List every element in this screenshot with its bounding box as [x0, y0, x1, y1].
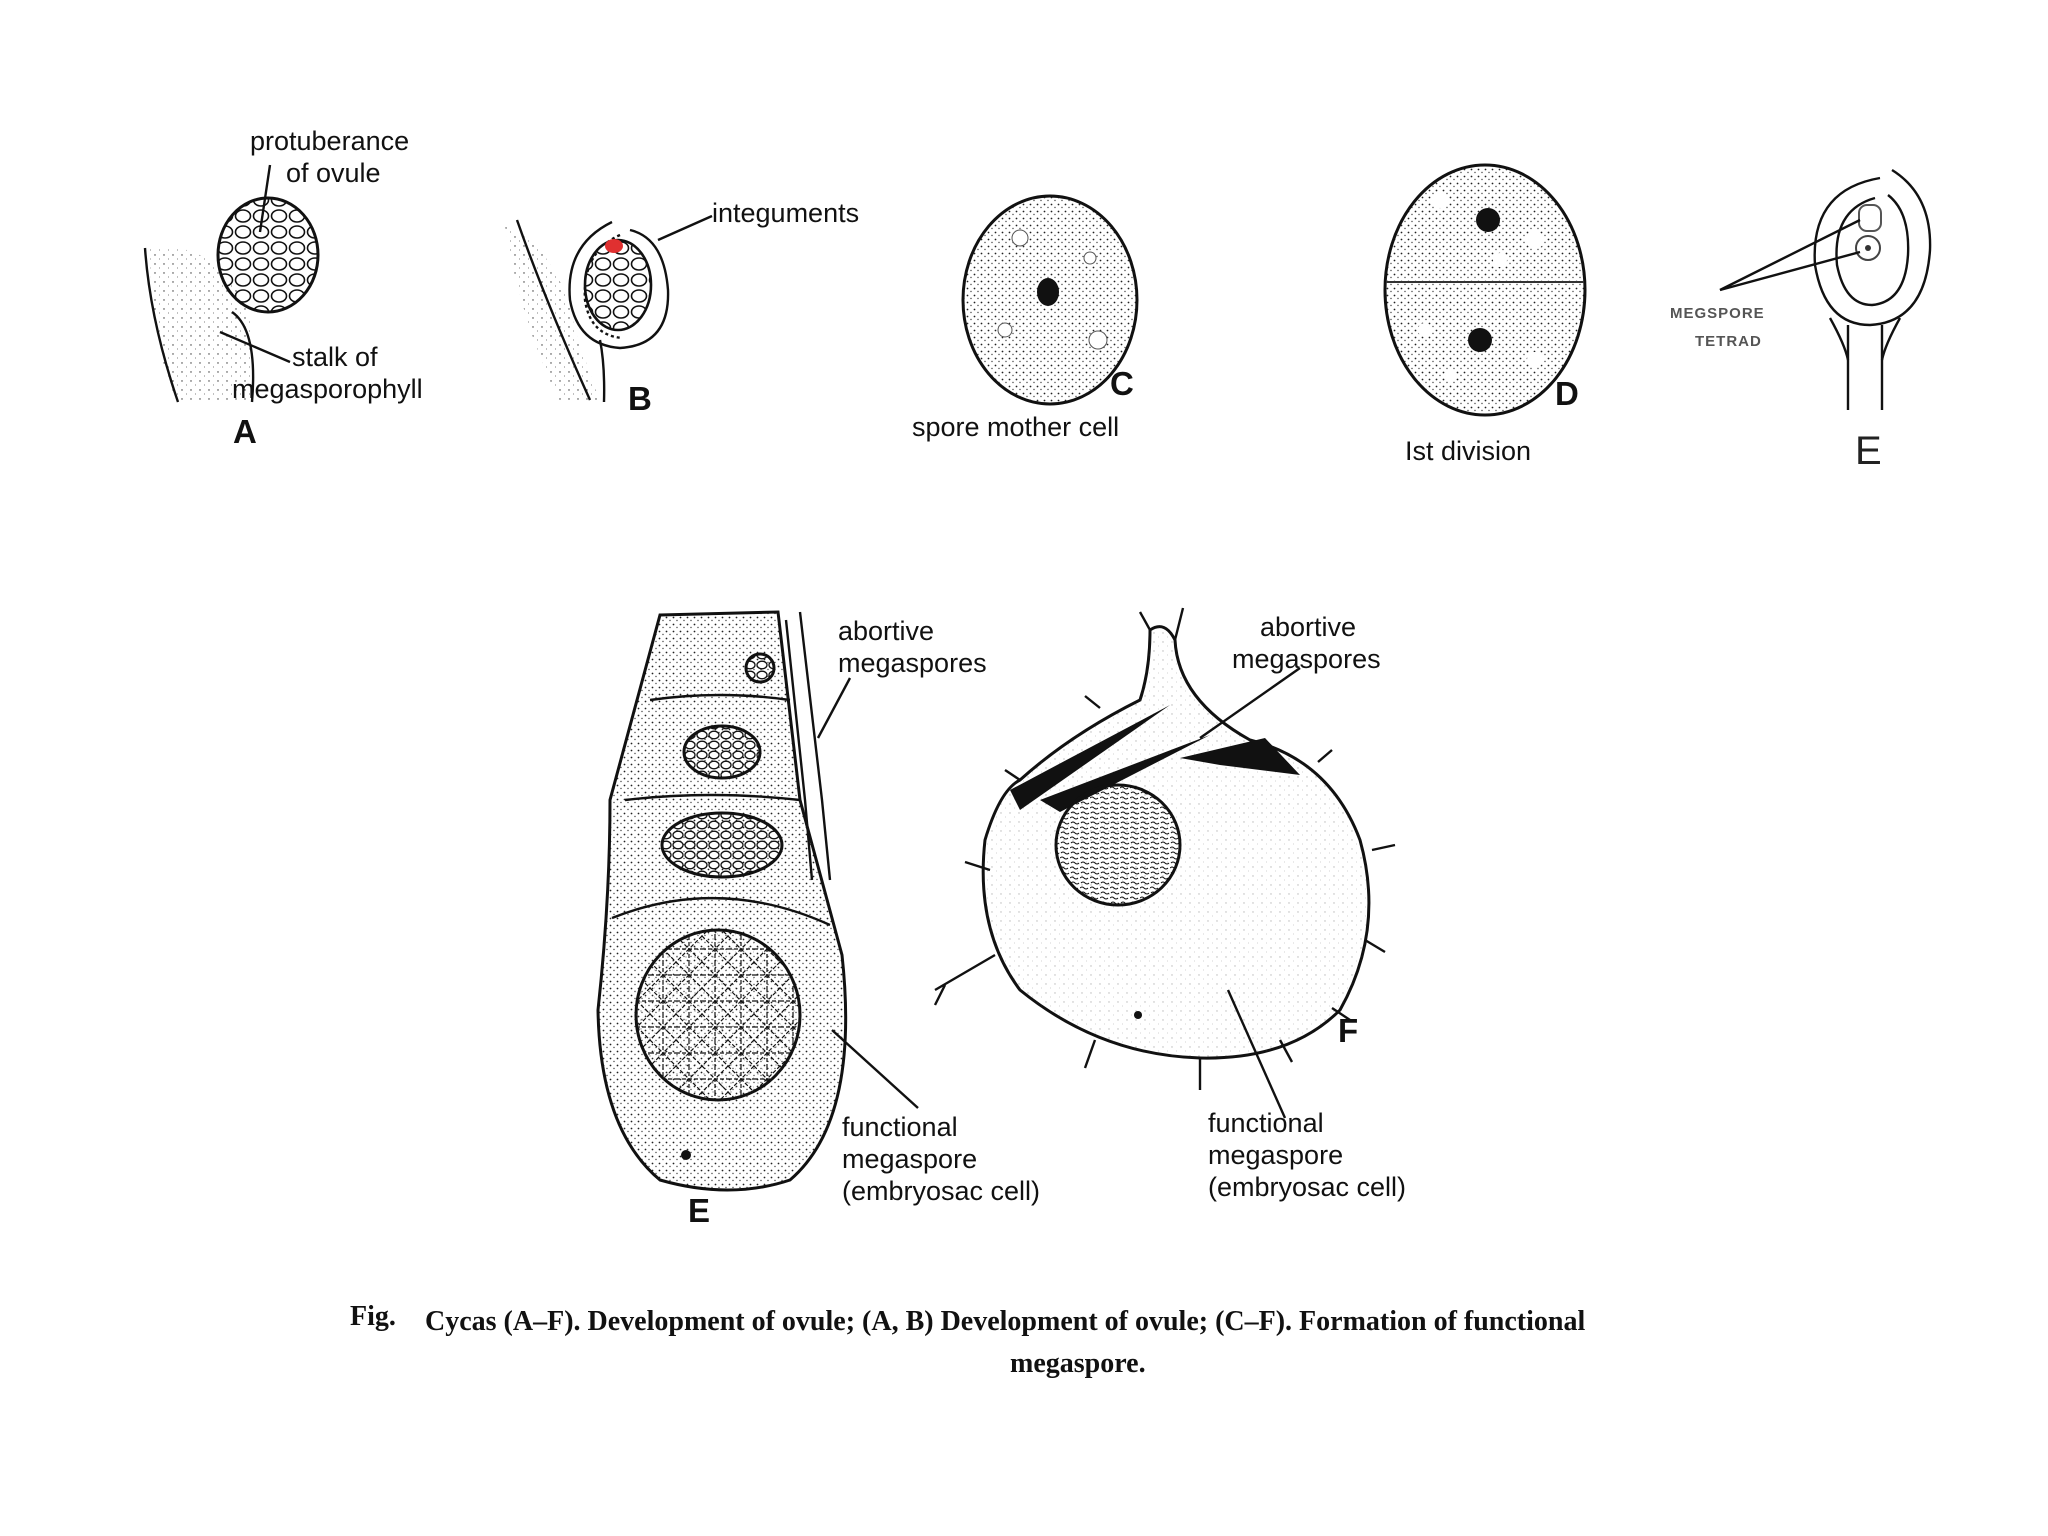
panel-f-functional-label-1: functional [1208, 1108, 1324, 1138]
panel-f-functional-label-3: (embryosac cell) [1208, 1172, 1406, 1202]
panel-c-nucleus [1037, 278, 1059, 306]
panel-e-large: abortive megaspores functional megaspore… [596, 610, 1040, 1229]
panel-f-abortive-spore-2 [1040, 735, 1210, 812]
panel-f-functional-label-2: megaspore [1208, 1140, 1343, 1170]
panel-a-stalk-edge [143, 247, 180, 403]
panel-f-letter: F [1338, 1012, 1358, 1049]
panel-f-nucleus [1054, 783, 1182, 907]
panel-d: D Ist division [1383, 163, 1587, 466]
panel-a-protuberance-label-2: of ovule [286, 158, 381, 188]
panel-b-integuments-pointer [657, 214, 713, 242]
panel-b: integuments B [505, 198, 859, 417]
panel-e-large-functional-label-2: megaspore [842, 1144, 977, 1174]
panel-f-wall-spines [933, 607, 1396, 1090]
panel-e-small: MEGSPORE TETRAD E [1670, 168, 1932, 473]
panel-f-abortive-label-1: abortive [1260, 612, 1356, 642]
panel-f-abortive-pointer [1199, 667, 1301, 739]
figure-caption: Fig. Cycas (A–F). Development of ovule; … [350, 1301, 1585, 1379]
panel-e-small-stalk [1846, 325, 1884, 410]
panel-e-small-label-1: MEGSPORE [1670, 305, 1765, 322]
panel-a-stalk-inner [231, 311, 255, 403]
panel-b-nucellus [583, 238, 653, 332]
panel-a-stalk-label-2: megasporophyll [232, 374, 423, 404]
panel-f-abortive-spore-1 [1010, 705, 1170, 810]
panel-e-small-label-2: TETRAD [1695, 333, 1762, 350]
panel-e-large-functional-label-3: (embryosac cell) [842, 1176, 1040, 1206]
panel-c-letter: C [1110, 365, 1134, 402]
panel-a-ovule-protuberance [216, 196, 320, 314]
panel-b-letter: B [628, 380, 652, 417]
panel-e-small-tetrad-cells [1858, 204, 1882, 232]
panel-d-letter: D [1555, 375, 1579, 412]
panel-e-large-cell-row [596, 610, 848, 1192]
panel-a-protuberance-label-1: protuberance [250, 126, 409, 156]
panel-f-abortive-label-2: megaspores [1232, 644, 1381, 674]
panel-e-large-abortive-sheath [784, 619, 814, 881]
caption-line-2: megaspore. [1010, 1348, 1146, 1379]
panel-e-large-abortive-nucleus-2 [682, 724, 762, 780]
panel-f-abortive-spore-3 [1180, 738, 1300, 775]
panel-e-small-letter: E [1855, 429, 1882, 473]
panel-e-large-abortive-label-2: megaspores [838, 648, 987, 678]
panel-e-small-outer-wall [1813, 168, 1932, 327]
panel-f-functional-pointer [1226, 989, 1287, 1119]
panel-e-large-functional-pointer [831, 1029, 919, 1109]
panel-c: C spore mother cell [912, 194, 1139, 442]
panel-c-label: spore mother cell [912, 412, 1119, 442]
panel-a-letter: A [233, 413, 257, 450]
panel-a-stalk-pointer [219, 330, 291, 364]
panel-f: abortive megaspores F functional megaspo… [933, 607, 1406, 1202]
panel-d-nucleus-lower [1468, 328, 1492, 352]
panel-e-large-letter: E [688, 1192, 710, 1229]
panel-b-red-highlight [605, 239, 623, 253]
panel-b-integuments-label: integuments [712, 198, 859, 228]
panel-e-large-abortive-pointer [816, 677, 852, 739]
panel-b-outer-integument [568, 220, 670, 350]
panel-d-nucleus-upper [1476, 208, 1500, 232]
panel-b-stalk-inner [598, 339, 606, 403]
panel-e-large-abortive-label-1: abortive [838, 616, 934, 646]
panel-a: protuberance of ovule stalk of megasporo… [143, 126, 423, 450]
caption-prefix: Fig. [350, 1301, 396, 1332]
panel-e-large-abortive-nucleus-3 [660, 811, 784, 879]
panel-a-protuberance-pointer [258, 164, 272, 233]
panel-e-large-functional-label-1: functional [842, 1112, 958, 1142]
panel-a-stalk-label-1: stalk of [292, 342, 378, 372]
panel-e-large-abortive-nucleus-1 [744, 652, 776, 684]
panel-b-stalk-edge [515, 219, 592, 401]
caption-line-1: Cycas (A–F). Development of ovule; (A, B… [425, 1306, 1585, 1337]
panel-d-label: Ist division [1405, 436, 1531, 466]
